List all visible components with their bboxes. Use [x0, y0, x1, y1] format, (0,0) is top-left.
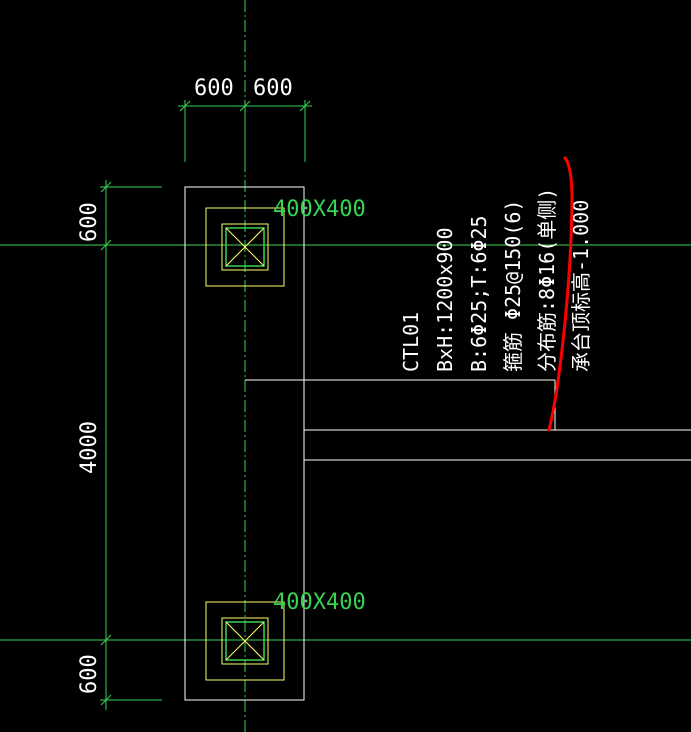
- note-line-3: B:6Φ25;T:6Φ25: [467, 215, 491, 372]
- note-line-6: 承台顶标高-1.000: [569, 200, 593, 372]
- column-label-top: 400X400: [273, 197, 366, 222]
- left-dimension: [100, 180, 162, 710]
- dim-top-right: 600: [253, 76, 293, 101]
- dim-left-top: 600: [77, 202, 102, 242]
- column-bottom: [205, 601, 285, 681]
- note-line-2: BxH:1200x900: [433, 228, 457, 373]
- connecting-beams: [245, 379, 691, 461]
- pile-cap-outline: [184, 186, 305, 701]
- dim-left-middle: 4000: [77, 421, 102, 474]
- dim-top-left: 600: [194, 76, 234, 101]
- red-markup-stroke: [547, 156, 574, 432]
- top-dimension: [178, 100, 312, 162]
- dim-left-bottom: 600: [77, 654, 102, 694]
- note-line-4: 箍筋 Φ25@150(6): [501, 200, 525, 372]
- note-line-1: CTL01: [399, 312, 423, 372]
- beam-annotation: CTL01 BxH:1200x900 B:6Φ25;T:6Φ25 箍筋 Φ25@…: [399, 188, 593, 372]
- note-line-5: 分布筋:8Φ16(单侧): [535, 188, 559, 372]
- column-label-bottom: 400X400: [273, 590, 366, 615]
- column-top: [205, 207, 285, 287]
